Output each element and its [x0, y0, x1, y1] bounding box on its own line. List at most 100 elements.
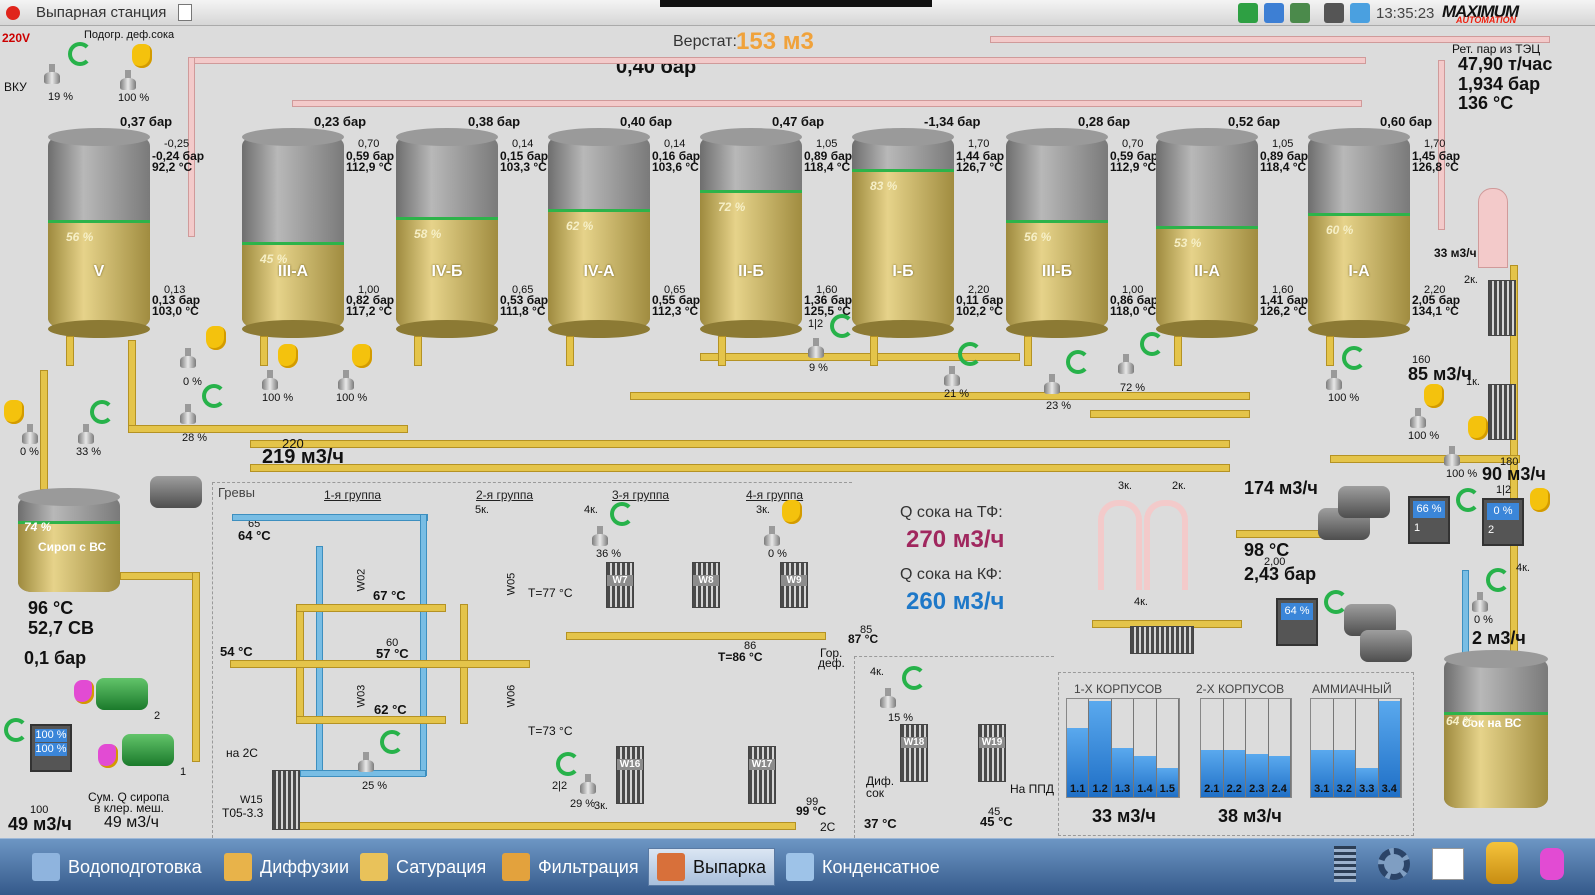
manual-hand-icon-5[interactable]: [4, 400, 24, 424]
valve-9[interactable]: [1326, 370, 1342, 392]
evaporator-4[interactable]: IV-A 62 %: [548, 128, 650, 338]
auto-mode-icon-13[interactable]: [902, 666, 926, 690]
valve-1[interactable]: [180, 348, 196, 370]
valve-3[interactable]: [262, 370, 278, 392]
pump-syrup-top[interactable]: [150, 476, 202, 508]
evaporator-8[interactable]: II-A 53 %: [1156, 128, 1258, 338]
auto-mode-icon-15[interactable]: [1324, 590, 1348, 614]
manual-hand-icon-2[interactable]: [206, 326, 226, 350]
heater-w7[interactable]: W7: [606, 562, 634, 608]
valve-vku[interactable]: [44, 64, 60, 86]
auto-mode-icon-12[interactable]: [556, 752, 580, 776]
chat-icon[interactable]: [1264, 3, 1284, 23]
valve-5[interactable]: [808, 338, 824, 360]
users-icon[interactable]: [1324, 3, 1344, 23]
right-exchanger-2[interactable]: [1488, 384, 1516, 440]
syrup-control-panel[interactable]: 100 % 100 %: [30, 724, 72, 772]
manual-hand-icon-4[interactable]: [352, 344, 372, 368]
valve-6[interactable]: [944, 366, 960, 388]
valve-4[interactable]: [338, 370, 354, 392]
evaporator-1[interactable]: V 56 %: [48, 128, 150, 338]
tray-icons: [1238, 3, 1370, 23]
valve-11[interactable]: [78, 424, 94, 446]
tab-6[interactable]: Конденсатное: [778, 848, 948, 886]
evap-exchanger[interactable]: [1130, 626, 1194, 654]
auto-mode-icon-4[interactable]: [958, 342, 982, 366]
manual-hand-icon-6[interactable]: [782, 500, 802, 524]
pump-right-4[interactable]: [1360, 630, 1412, 662]
manual-hand-pink-2[interactable]: [98, 744, 118, 768]
network-icon[interactable]: [1290, 3, 1310, 23]
heater-w15[interactable]: [272, 770, 300, 830]
record-dot-icon[interactable]: [6, 6, 20, 20]
heater-w8[interactable]: W8: [692, 562, 720, 608]
menu-icon[interactable]: [1334, 846, 1356, 882]
right-panel-1[interactable]: 66 % 1: [1408, 496, 1450, 544]
auto-mode-icon-2[interactable]: [202, 384, 226, 408]
auto-mode-icon[interactable]: [68, 42, 92, 66]
evaporator-9[interactable]: I-A 60 %: [1308, 128, 1410, 338]
pump-right-2[interactable]: [1338, 486, 1390, 518]
valve-w9[interactable]: [764, 526, 780, 548]
valve-juice[interactable]: [1472, 592, 1488, 614]
valve-8[interactable]: [1118, 354, 1134, 376]
valve-w7[interactable]: [592, 526, 608, 548]
evaporator-3[interactable]: IV-Б 58 %: [396, 128, 498, 338]
valve-preheat[interactable]: [120, 70, 136, 92]
heater-w16[interactable]: W16: [616, 746, 644, 804]
auto-mode-icon-16[interactable]: [1486, 568, 1510, 592]
tab-5[interactable]: Выпарка: [648, 848, 775, 886]
heater-w9[interactable]: W9: [780, 562, 808, 608]
manual-hand-icon-9[interactable]: [1530, 488, 1550, 512]
valve-right-1[interactable]: [1410, 408, 1426, 430]
valve-right-2[interactable]: [1444, 446, 1460, 468]
manual-hand-icon-7[interactable]: [1424, 384, 1444, 408]
tab-4[interactable]: Фильтрация: [494, 848, 647, 886]
manual-mode-hand-icon[interactable]: [132, 44, 152, 68]
telegram-icon[interactable]: [1350, 3, 1370, 23]
heater-w18[interactable]: W18: [900, 724, 928, 782]
syrup-pump-1[interactable]: [122, 734, 174, 766]
auto-mode-icon-5[interactable]: [1066, 350, 1090, 374]
syrup-tank[interactable]: Сироп с ВС 74 %: [18, 488, 120, 592]
heater-w17[interactable]: W17: [748, 746, 776, 804]
auto-mode-icon-6[interactable]: [1140, 332, 1164, 356]
tab-3[interactable]: Сатурация: [352, 848, 494, 886]
settings-gear-icon[interactable]: [1378, 848, 1410, 880]
valve-2[interactable]: [180, 404, 196, 426]
evaporator-setpoint-top: 0,14: [512, 138, 534, 150]
right-panel-2[interactable]: 0 % 2: [1482, 498, 1524, 546]
right-panel-3[interactable]: 64 %: [1276, 598, 1318, 646]
auto-mode-icon-3[interactable]: [830, 314, 854, 338]
juice-tank[interactable]: Сок на ВС 64 %: [1444, 650, 1548, 810]
evaporator-6[interactable]: I-Б 83 %: [852, 128, 954, 338]
add-icon[interactable]: [1238, 3, 1258, 23]
manual-hand-pink-1[interactable]: [74, 680, 94, 704]
auto-mode-icon-14[interactable]: [1456, 488, 1480, 512]
manual-hand-icon-8[interactable]: [1468, 416, 1488, 440]
evaporator-2[interactable]: III-A 45 %: [242, 128, 344, 338]
clipboard-icon[interactable]: [178, 4, 192, 21]
preheat-label: Подогр. деф.сока: [84, 29, 175, 41]
tab-2[interactable]: Диффузии: [216, 848, 357, 886]
evaporator-7[interactable]: III-Б 56 %: [1006, 128, 1108, 338]
auto-mode-icon-7[interactable]: [1342, 346, 1366, 370]
valve-w15[interactable]: [358, 752, 374, 774]
auto-mode-icon-11[interactable]: [380, 730, 404, 754]
manual-hand-icon-3[interactable]: [278, 344, 298, 368]
valve-7[interactable]: [1044, 374, 1060, 396]
manual-hand-pink-icon[interactable]: [1540, 848, 1564, 880]
valve-10[interactable]: [22, 424, 38, 446]
trend-chart-icon[interactable]: [1432, 848, 1464, 880]
valve-w16[interactable]: [580, 774, 596, 796]
auto-mode-icon-10[interactable]: [610, 502, 634, 526]
worker-tools-icon[interactable]: [1486, 842, 1518, 884]
auto-mode-icon-9[interactable]: [4, 718, 28, 742]
heater-w19[interactable]: W19: [978, 724, 1006, 782]
tab-1[interactable]: Водоподготовка: [24, 848, 210, 886]
valve-w18[interactable]: [880, 688, 896, 710]
auto-mode-icon-8[interactable]: [90, 400, 114, 424]
syrup-pump-2[interactable]: [96, 678, 148, 710]
right-exchanger-1[interactable]: [1488, 280, 1516, 336]
evaporator-5[interactable]: II-Б 72 %: [700, 128, 802, 338]
